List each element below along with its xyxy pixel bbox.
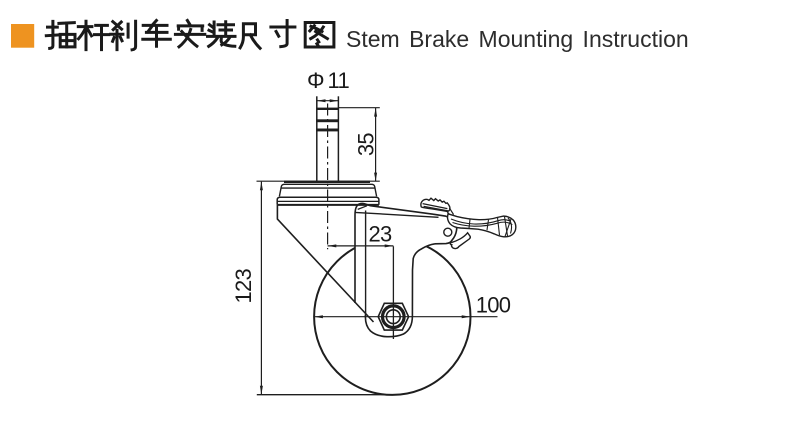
- svg-text:23: 23: [368, 222, 392, 247]
- svg-text:Φ 11: Φ 11: [307, 68, 349, 93]
- svg-text:123: 123: [231, 268, 256, 303]
- svg-text:35: 35: [354, 133, 379, 157]
- svg-text:Stem Brake Mounting Instructio: Stem Brake Mounting Instruction: [346, 26, 689, 52]
- svg-text:100: 100: [476, 293, 511, 318]
